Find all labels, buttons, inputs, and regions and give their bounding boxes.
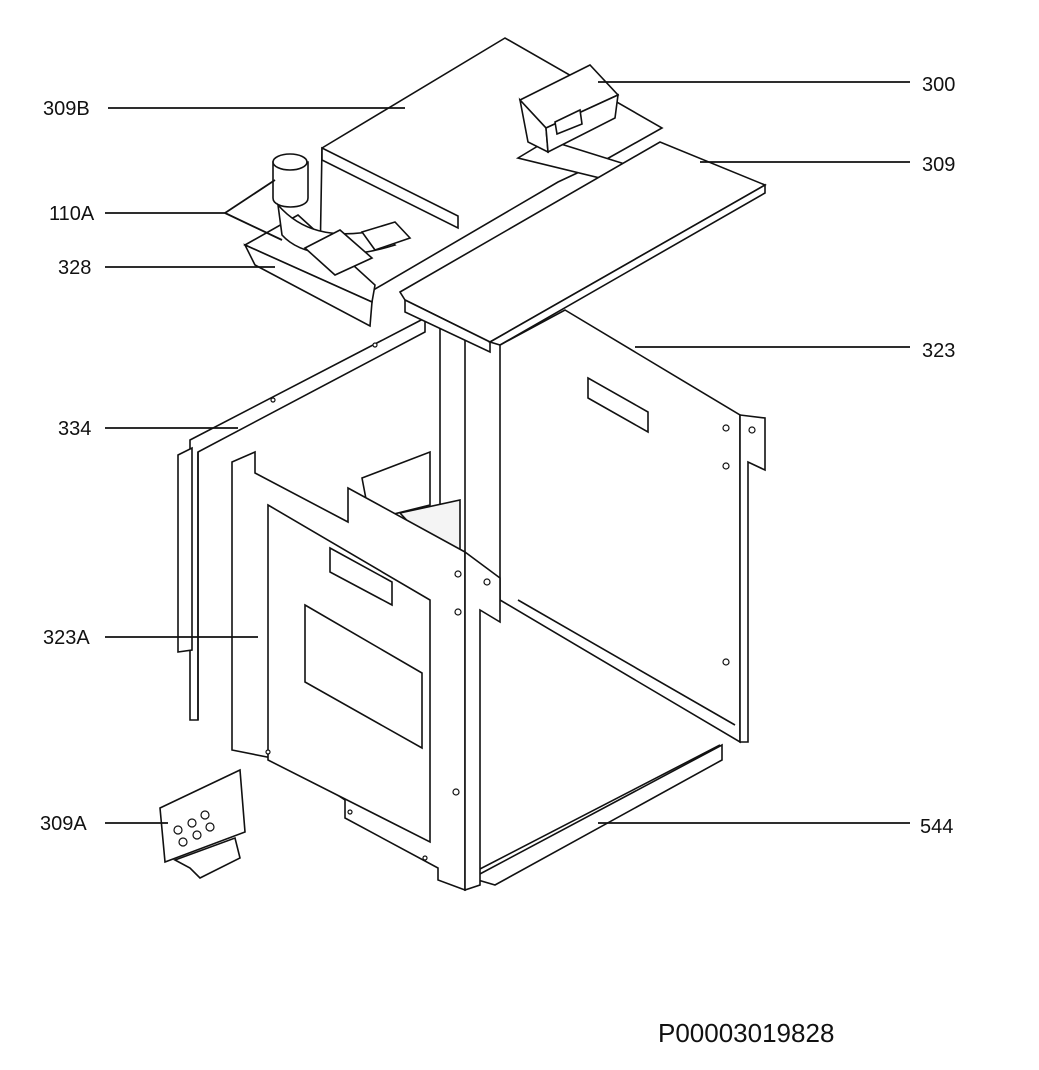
part-110a-fan-assembly bbox=[272, 153, 412, 276]
drawing-code: P00003019828 bbox=[658, 1018, 834, 1048]
label-328: 328 bbox=[58, 257, 91, 279]
label-110a: 110A bbox=[49, 203, 95, 225]
label-323a: 323A bbox=[43, 627, 90, 649]
label-544: 544 bbox=[920, 816, 953, 838]
part-309-top-plate bbox=[398, 141, 767, 354]
label-309: 309 bbox=[922, 154, 955, 176]
label-323: 323 bbox=[922, 340, 955, 362]
label-300: 300 bbox=[922, 74, 955, 96]
label-309a: 309A bbox=[40, 813, 87, 835]
part-309a-control-board bbox=[159, 768, 246, 879]
part-323a-front-panel bbox=[231, 450, 501, 892]
part-323-side-panel bbox=[499, 309, 766, 744]
label-334: 334 bbox=[58, 418, 91, 440]
label-309b: 309B bbox=[43, 98, 90, 120]
part-300-vent-frame bbox=[518, 64, 620, 154]
part-544-bottom-plate bbox=[477, 743, 723, 886]
leader-lines bbox=[105, 81, 910, 824]
